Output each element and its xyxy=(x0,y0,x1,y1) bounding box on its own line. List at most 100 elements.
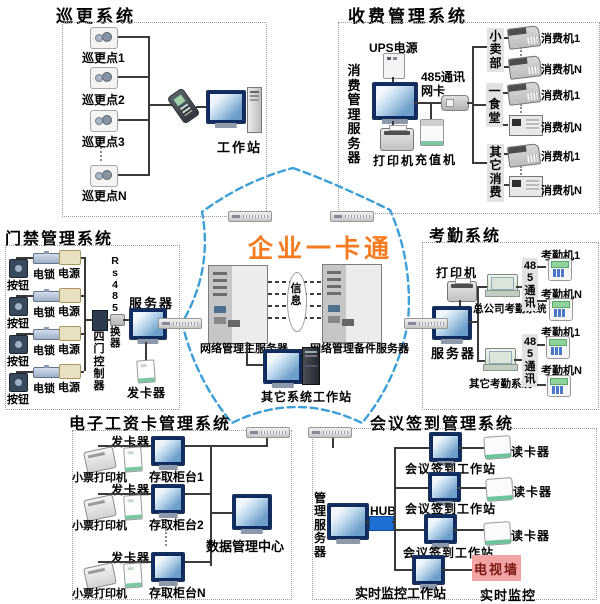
ups-label: UPS电源 xyxy=(369,41,418,55)
fee-machine-label: 消费机1 xyxy=(541,151,581,163)
fee-line xyxy=(474,104,487,106)
fee-line xyxy=(392,121,394,127)
att-line xyxy=(479,286,488,288)
att-line xyxy=(514,359,522,361)
patrol-line xyxy=(116,36,148,38)
attendance-machine-icon xyxy=(547,375,571,397)
rs485-converter-label: Rs485转换器 xyxy=(110,255,121,350)
attendance-machine-icon xyxy=(549,298,573,321)
power-supply-label: 电源 xyxy=(58,268,80,280)
salary-line xyxy=(266,436,268,446)
continuation-dots xyxy=(520,104,522,113)
keypad-terminal-icon xyxy=(509,176,543,197)
fee-group-canteen-label: 一食堂 xyxy=(486,83,503,128)
patrol-line xyxy=(116,119,148,121)
attendance-printer-icon xyxy=(447,278,477,302)
main-server-cabinet-icon xyxy=(208,265,268,344)
backup-server-cabinet-icon xyxy=(322,264,382,343)
counter-monitor-icon xyxy=(151,484,185,514)
network-switch-icon xyxy=(228,211,272,222)
network-switch-icon xyxy=(404,318,448,329)
continuation-dots xyxy=(520,166,522,175)
door-button-icon xyxy=(9,373,28,392)
hub-icon xyxy=(369,516,394,531)
attendance-printer-label: 打印机 xyxy=(436,266,479,280)
netcard-icon xyxy=(441,95,469,111)
patrol-point-icon xyxy=(90,165,118,187)
door-lock-label: 电锁 xyxy=(33,269,55,281)
recharge-label: 充值机 xyxy=(415,153,458,167)
mtg-line xyxy=(453,529,484,531)
door-button-label: 按钮 xyxy=(7,394,29,406)
patrol-workstation-label: 工作站 xyxy=(217,140,263,155)
att-line xyxy=(516,286,522,288)
continuation-dots xyxy=(520,47,522,56)
meeting-server-monitor-icon xyxy=(327,503,369,540)
tv-wall: 电视墙 xyxy=(472,555,521,581)
meeting-ws-label: 会议签到工作站 xyxy=(405,502,497,516)
fee-group-shop-label: 小卖部 xyxy=(487,28,504,73)
door-button-label: 按钮 xyxy=(7,280,29,292)
patrol-title: 巡更系统 xyxy=(56,7,136,26)
access-line xyxy=(85,319,92,321)
fee-line xyxy=(474,46,487,48)
pos-machine-icon xyxy=(506,81,542,106)
ups-icon xyxy=(383,53,405,79)
card-reader-icon xyxy=(483,435,512,460)
realtime-ws-label: 实时监控工作站 xyxy=(355,586,447,601)
counter-n-label: 存取柜台N xyxy=(149,586,206,600)
meeting-server-label: 管理服务器 xyxy=(313,491,326,559)
comm-485-label: 485通讯 xyxy=(522,334,538,388)
pos-machine-icon xyxy=(507,55,543,80)
access-line xyxy=(123,319,130,321)
fee-server-monitor-icon xyxy=(372,82,418,120)
receipt-printer-label: 小票打印机 xyxy=(72,472,127,484)
power-supply-label: 电源 xyxy=(58,382,80,394)
network-switch-icon xyxy=(308,427,352,438)
door-lock-icon xyxy=(33,365,60,378)
card-reader-icon xyxy=(485,477,514,502)
door-lock-label: 电锁 xyxy=(33,383,55,395)
patrol-line xyxy=(148,104,172,106)
mtg-line xyxy=(396,569,412,571)
power-supply-icon xyxy=(59,326,81,341)
other-ws-label: 其它系统工作站 xyxy=(261,390,353,404)
fee-printer-icon xyxy=(380,125,414,151)
salary-bus-line xyxy=(210,445,212,566)
fee-machine-label: 消费机N xyxy=(541,64,582,76)
receipt-printer-label: 小票打印机 xyxy=(72,520,127,532)
counter-2-label: 存取柜台2 xyxy=(149,518,204,532)
receipt-printer-label: 小票打印机 xyxy=(72,588,127,600)
att-line xyxy=(537,384,546,386)
other-attendance-label: 其它考勤系统 xyxy=(469,378,532,390)
meeting-box xyxy=(312,428,597,600)
backup-server-label: 网络管理备件服务器 xyxy=(310,343,409,355)
fee-bus-line xyxy=(472,46,474,164)
att-line xyxy=(459,300,461,307)
power-supply-label: 电源 xyxy=(58,344,80,356)
network-switch-icon xyxy=(246,427,290,438)
door-lock-label: 电锁 xyxy=(33,307,55,319)
counter-monitor-icon xyxy=(151,552,185,582)
info-label: 信息 xyxy=(290,283,302,308)
card-reader-icon xyxy=(483,521,512,546)
att-line xyxy=(479,360,486,362)
fee-group-other-label: 其它消费 xyxy=(487,144,504,202)
four-door-controller-label: 四门控制器 xyxy=(93,331,105,393)
meeting-bus-line xyxy=(394,447,396,571)
hq-attendance-laptop-icon xyxy=(485,274,520,297)
keypad-terminal-icon xyxy=(509,115,543,136)
realtime-label: 实时监控 xyxy=(480,588,537,603)
door-lock-icon xyxy=(33,289,60,302)
patrol-point-icon xyxy=(90,27,118,49)
patrol-point-2-label: 巡更点2 xyxy=(82,93,125,107)
card-reader-label: 读卡器 xyxy=(513,485,553,499)
patrol-workstation-monitor-icon xyxy=(206,90,246,124)
fee-title: 收费管理系统 xyxy=(348,7,468,26)
continuation-dots xyxy=(165,524,167,546)
attendance-title: 考勤系统 xyxy=(429,228,502,245)
mtg-line xyxy=(396,529,424,531)
att-line xyxy=(537,266,546,268)
recharge-machine-icon xyxy=(420,119,444,146)
comm-485-label: 485通讯 xyxy=(522,258,538,312)
